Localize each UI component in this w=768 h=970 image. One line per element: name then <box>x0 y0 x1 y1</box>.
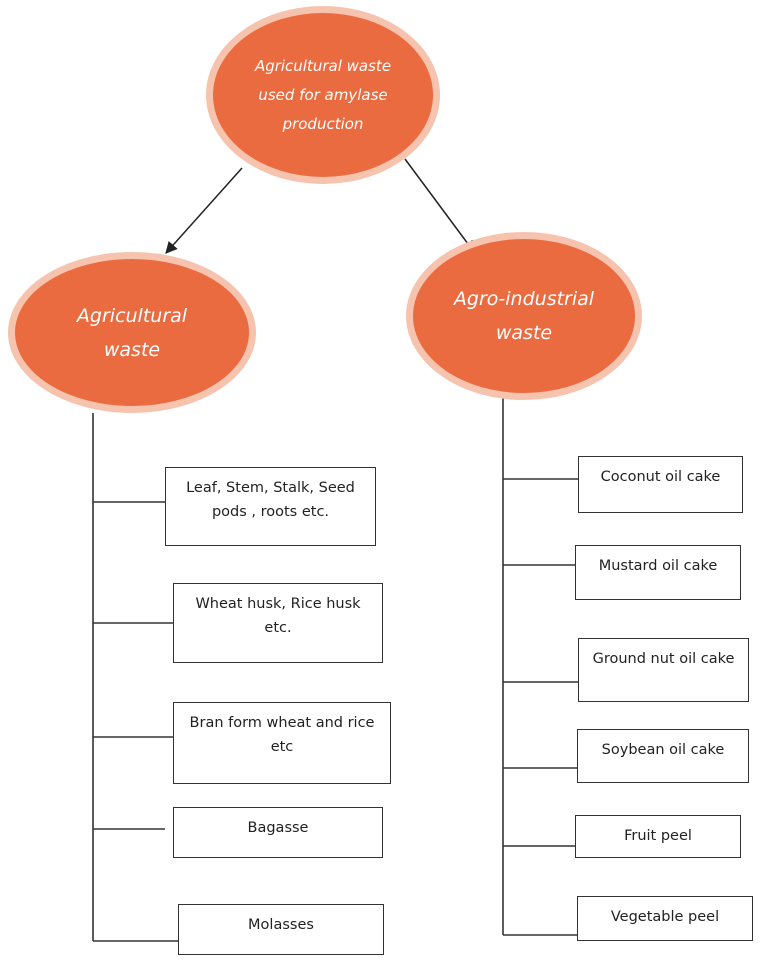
agro-item-mustard-oil-cake: Mustard oil cake <box>575 545 741 600</box>
agro-item-ground-nut-oil-cake: Ground nut oil cake <box>578 638 749 702</box>
root-node-label: Agricultural waste used for amylase prod… <box>254 56 392 133</box>
arrow-to-agro-industrial-waste <box>404 158 475 253</box>
left-tree-lines <box>92 413 178 942</box>
agricultural-waste-label: Agricultural waste <box>76 304 188 361</box>
right-tree-lines <box>502 398 578 936</box>
root-node: Agricultural waste used for amylase prod… <box>206 6 440 184</box>
agri-item-molasses: Molasses <box>178 904 384 955</box>
agro-industrial-waste-node: Agro-industrial waste <box>406 232 642 400</box>
arrow-to-agricultural-waste <box>165 167 243 254</box>
agri-item-husk: Wheat husk, Rice husk etc. <box>173 583 383 663</box>
agro-item-vegetable-peel: Vegetable peel <box>577 896 753 941</box>
agri-item-leaf-stem: Leaf, Stem, Stalk, Seed pods , roots etc… <box>165 467 376 546</box>
agri-item-bran: Bran form wheat and rice etc <box>173 702 391 784</box>
agro-item-coconut-oil-cake: Coconut oil cake <box>578 456 743 513</box>
agricultural-waste-node: Agricultural waste <box>8 252 256 413</box>
agro-item-fruit-peel: Fruit peel <box>575 815 741 858</box>
agro-item-soybean-oil-cake: Soybean oil cake <box>577 729 749 783</box>
agro-industrial-waste-label: Agro-industrial waste <box>453 288 595 344</box>
agri-item-bagasse: Bagasse <box>173 807 383 858</box>
